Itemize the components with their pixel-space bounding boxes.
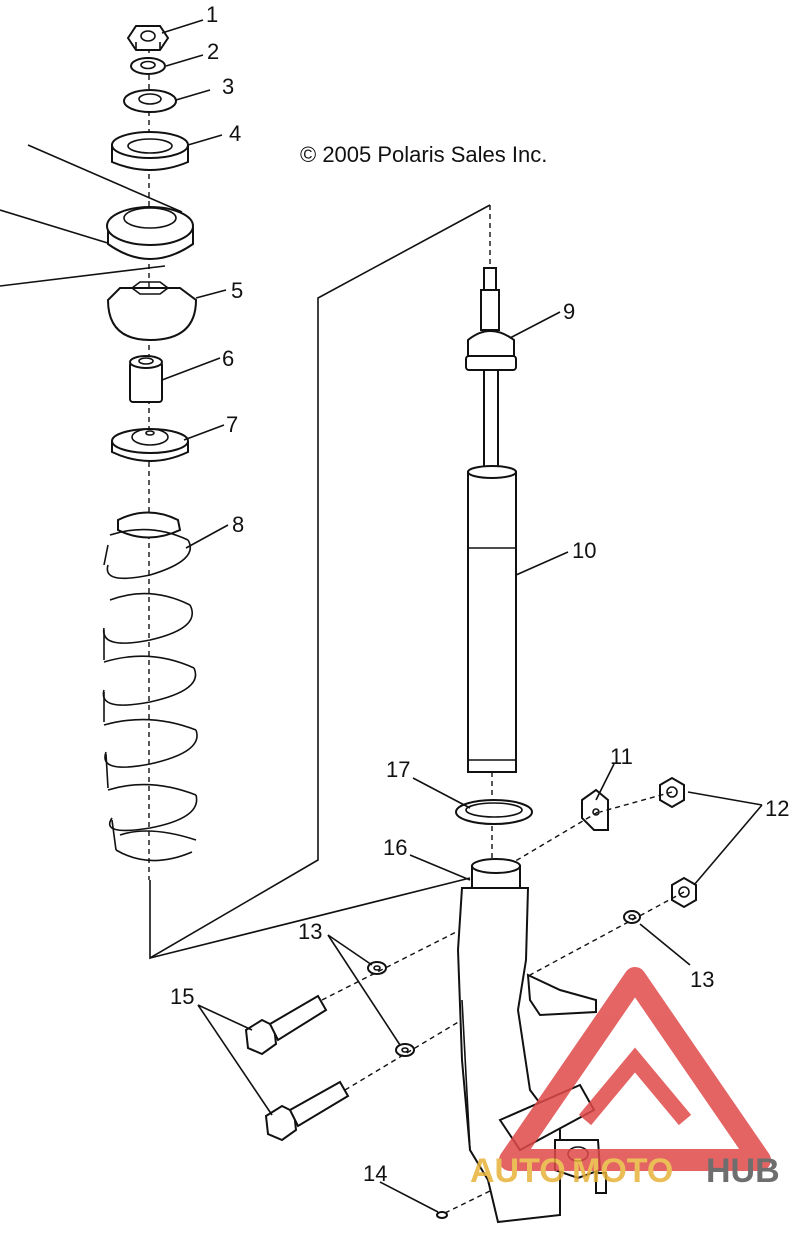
- part-7-spring-seat: [111, 428, 189, 462]
- callout-10: 10: [572, 538, 596, 563]
- part-5-bump-stop: [106, 281, 198, 342]
- watermark-hub: HUB: [706, 1152, 780, 1190]
- callout-5: 5: [231, 278, 243, 303]
- callout-labels: 1 2 3 4 5 6 7 8 9 10 11 12 13 13 14 15 1…: [170, 2, 789, 1186]
- part-6-bushing: [129, 355, 163, 403]
- callout-13-left: 13: [298, 919, 322, 944]
- part-11-clip: [581, 788, 609, 831]
- part-4-bearing-cup: [111, 131, 189, 171]
- watermark-auto: AUTO: [470, 1152, 566, 1190]
- callout-13-right: 13: [690, 967, 714, 992]
- leader-lines: [161, 19, 763, 1213]
- watermark-moto: MOTO: [572, 1152, 673, 1190]
- callout-17: 17: [386, 757, 410, 782]
- part-17-o-ring: [455, 799, 533, 825]
- callout-8: 8: [232, 512, 244, 537]
- part-13-washer-right: [623, 910, 641, 924]
- part-8-coil-spring: [102, 511, 198, 862]
- part-15-bolt-lower: [264, 1080, 350, 1142]
- watermark-triangle-logo: [499, 967, 771, 1171]
- callout-3: 3: [222, 74, 234, 99]
- part-3-washer: [123, 89, 177, 113]
- callout-16: 16: [383, 835, 407, 860]
- callout-12: 12: [765, 796, 789, 821]
- callout-4: 4: [229, 121, 241, 146]
- spring-cover: [106, 206, 194, 260]
- callout-2: 2: [207, 39, 219, 64]
- automotohub-watermark: AUTO MOTO HUB: [470, 967, 780, 1190]
- part-15-bolt-upper: [244, 994, 328, 1056]
- callout-1: 1: [206, 2, 218, 27]
- part-1-nut: [126, 25, 170, 51]
- part-9-shock-seal: [465, 267, 517, 371]
- part-13-washer-left-upper: [367, 961, 387, 975]
- part-13-washer-left-lower: [395, 1043, 415, 1057]
- callout-9: 9: [563, 299, 575, 324]
- callout-6: 6: [222, 346, 234, 371]
- part-10-shock-absorber: [467, 369, 517, 773]
- callout-11: 11: [610, 744, 633, 769]
- callout-7: 7: [226, 412, 238, 437]
- part-2-washer: [130, 57, 166, 75]
- copyright-text: © 2005 Polaris Sales Inc.: [300, 142, 547, 167]
- part-14-grease-fitting: [436, 1189, 493, 1219]
- callout-14: 14: [363, 1161, 387, 1186]
- callout-15: 15: [170, 984, 194, 1009]
- assembly-bracket: [149, 204, 491, 960]
